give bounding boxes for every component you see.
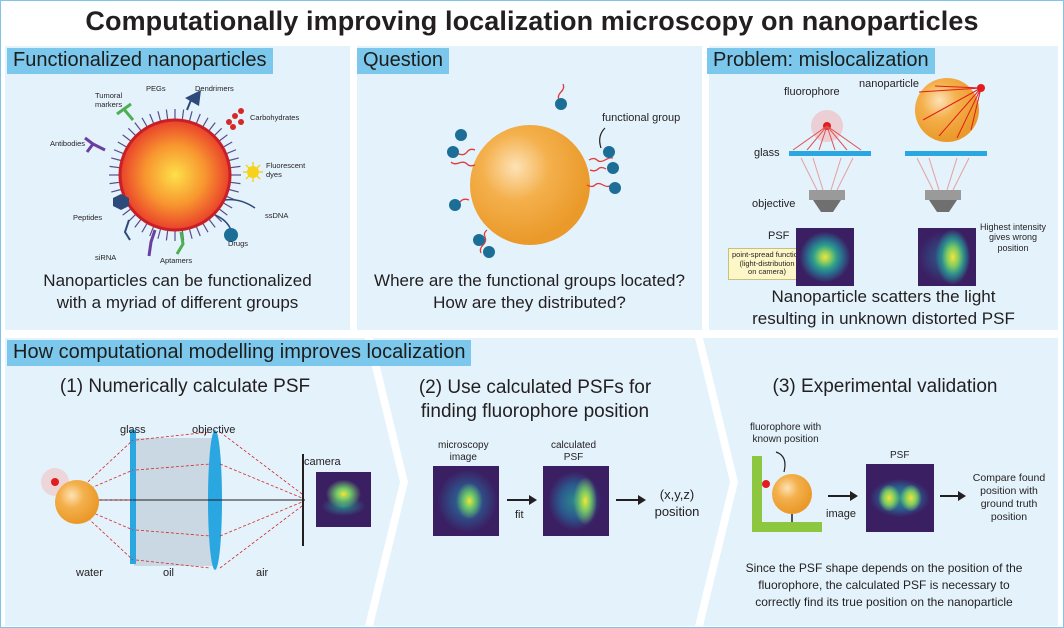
image-arrow <box>828 491 858 501</box>
peg-spike <box>195 225 201 237</box>
label-compare: Compare found position with ground truth… <box>972 472 1046 523</box>
microscopy-image <box>433 466 499 536</box>
peg-spike <box>141 222 149 233</box>
psf-image-validation <box>866 464 934 532</box>
peg-spike <box>229 181 241 185</box>
figure-title: Computationally improving localization m… <box>85 6 979 36</box>
peg-spike <box>134 122 142 132</box>
peg-spike <box>227 188 239 193</box>
label-image: image <box>826 508 856 520</box>
fit-arrow <box>507 495 537 505</box>
peg-spike <box>111 157 123 162</box>
label-water: water <box>76 567 103 579</box>
label-psf-validation: PSF <box>890 450 910 461</box>
label-fit: fit <box>515 509 524 521</box>
peg-spike <box>117 141 128 149</box>
peg-spike <box>213 127 223 137</box>
caption-validation: Since the PSF shape depends on the posit… <box>745 561 1023 609</box>
label-xyz-position: (x,y,z) position <box>654 487 700 519</box>
step2-title: (2) Use calculated PSFs for finding fluo… <box>418 377 652 422</box>
label-fluorescent-dyes: Fluorescent dyes <box>266 161 306 179</box>
step1-title: (1) Numerically calculate PSF <box>59 376 311 397</box>
label-pegs: PEGs <box>146 84 166 93</box>
peg-spike <box>218 134 228 142</box>
peg-spike <box>157 227 162 239</box>
peg-spike <box>218 208 228 216</box>
heading-computational: How computational modelling improves loc… <box>7 340 472 366</box>
panel-problem <box>709 46 1058 330</box>
label-fluorophore-known: fluorophore with known position <box>750 422 822 445</box>
peg-spike <box>208 122 216 132</box>
position-arrow <box>616 495 646 505</box>
peg-spike <box>111 188 123 193</box>
label-fluorophore: fluorophore <box>784 86 840 98</box>
label-psf: PSF <box>768 230 790 242</box>
calculated-psf-image <box>543 466 609 536</box>
caption-functionalized: Nanoparticles can be functionalized with… <box>43 271 312 312</box>
peg-spike <box>227 157 239 162</box>
peg-spike <box>109 181 121 185</box>
label-nanoparticle: nanoparticle <box>859 78 919 90</box>
peg-spike <box>195 113 201 125</box>
label-objective-step1: objective <box>192 424 236 436</box>
label-calculated-psf: calculated PSF <box>551 440 597 463</box>
heading-problem: Problem: mislocalization <box>707 48 935 74</box>
peg-spike <box>122 208 132 216</box>
peg-spike <box>122 134 132 142</box>
peg-spike <box>149 225 155 237</box>
peg-spike <box>208 218 216 228</box>
peg-spike <box>141 117 149 128</box>
peg-spike <box>222 141 233 149</box>
label-tumoral-markers: Tumoral markers <box>95 91 123 109</box>
compare-arrow <box>940 491 966 501</box>
label-air: air <box>256 567 269 579</box>
label-camera: camera <box>304 456 341 468</box>
functionalized-nanoparticle-illustration <box>84 90 263 257</box>
psf-image-camera <box>316 472 371 527</box>
peg-spike <box>134 218 142 228</box>
label-functional-group: functional group <box>602 112 681 124</box>
peg-spike <box>113 149 125 155</box>
validation-setup <box>752 451 822 532</box>
label-objective-problem: objective <box>752 198 796 210</box>
label-peptides: Peptides <box>73 213 103 222</box>
label-carbohydrates: Carbohydrates <box>250 113 300 122</box>
peg-spike <box>201 222 209 233</box>
label-antibodies: Antibodies <box>50 139 86 148</box>
heading-functionalized: Functionalized nanoparticles <box>7 48 273 74</box>
label-highest-intensity: Highest intensity gives wrong position <box>980 222 1047 253</box>
peg-spike <box>188 111 193 123</box>
peg-spike <box>229 165 241 169</box>
peg-spike <box>201 117 209 128</box>
caption-question: Where are the functional groups located?… <box>374 271 685 312</box>
peg-spike <box>181 109 185 121</box>
label-glass-step1: glass <box>120 424 146 436</box>
label-drugs: Drugs <box>228 239 249 248</box>
psf-image-nanoparticle <box>918 228 976 286</box>
psf-definition-note: point-spread function (light-distributio… <box>728 248 807 280</box>
psf-calculation-setup <box>41 430 305 570</box>
peg-spike <box>149 113 155 125</box>
peg-spike <box>222 201 233 209</box>
peg-spike <box>109 165 121 169</box>
peg-spike <box>165 109 169 121</box>
heading-question: Question <box>357 48 450 74</box>
label-dendrimers: Dendrimers <box>195 84 234 93</box>
step3-title: (3) Experimental validation <box>772 376 998 397</box>
label-sirna: siRNA <box>95 253 117 262</box>
caption-problem: Nanoparticle scatters the light resultin… <box>752 287 1015 328</box>
label-aptamers: Aptamers <box>160 256 193 265</box>
label-ssdna: ssDNA <box>265 211 289 220</box>
label-oil: oil <box>163 567 175 579</box>
peg-spike <box>225 149 237 155</box>
peg-spike <box>165 229 169 241</box>
mislocalization-illustration <box>789 78 987 212</box>
peg-spike <box>127 127 137 137</box>
question-nanoparticle-illustration <box>447 83 621 258</box>
psf-image-fluorophore <box>796 228 854 286</box>
label-glass-problem: glass <box>754 147 780 159</box>
label-microscopy-image: microscopy image <box>438 440 489 463</box>
peg-spike <box>188 227 193 239</box>
peg-spike <box>157 111 162 123</box>
